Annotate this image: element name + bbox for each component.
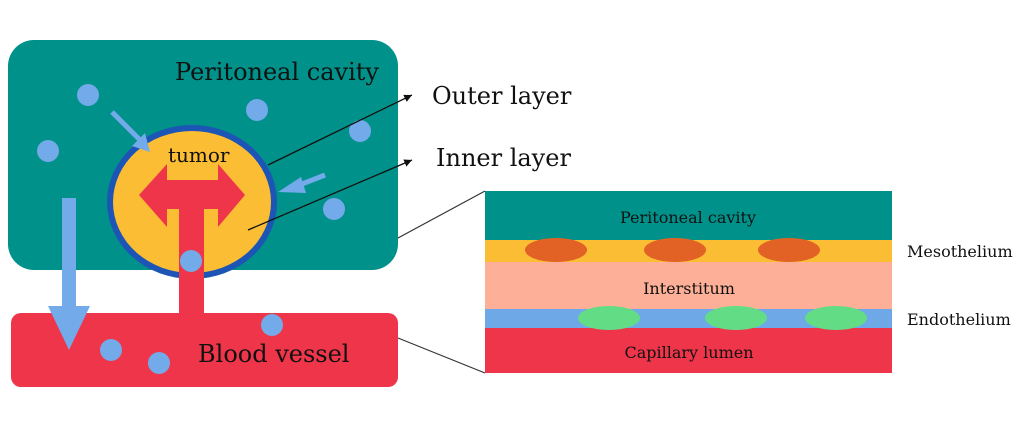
particle	[323, 198, 345, 220]
drainage-arrow-down	[48, 198, 90, 350]
particle	[246, 99, 268, 121]
particle	[349, 120, 371, 142]
endothelial-cell	[578, 306, 640, 330]
diffusion-arrow-top-left	[110, 110, 150, 152]
detail-capillary-lumen-label: Capillary lumen	[624, 343, 753, 362]
layer-interstitum	[485, 262, 892, 309]
mesothelial-cell	[525, 238, 587, 262]
detail-interstitum-label: Interstitum	[643, 279, 735, 298]
particle	[180, 250, 202, 272]
outer-layer-pointer	[267, 94, 413, 166]
endothelial-cell	[805, 306, 867, 330]
inner-layer-label: Inner layer	[436, 144, 571, 172]
tumor-label: tumor	[168, 143, 230, 167]
endothelial-cell	[705, 306, 767, 330]
double-arrow-icon	[139, 164, 245, 227]
particle	[77, 84, 99, 106]
outer-layer-label: Outer layer	[432, 82, 572, 110]
mesothelium-label: Mesothelium	[907, 242, 1013, 261]
blood-vessel-box	[11, 313, 398, 387]
particle	[100, 339, 122, 361]
mesothelial-cell	[758, 238, 820, 262]
mesothelial-cell	[644, 238, 706, 262]
detail-panel: Peritoneal cavity Interstitum Capillary …	[485, 191, 892, 373]
particle	[148, 352, 170, 374]
particle	[261, 314, 283, 336]
layer-capillary-lumen	[485, 328, 892, 373]
blood-vessel-label: Blood vessel	[198, 340, 349, 368]
layer-peritoneal-cavity	[485, 191, 892, 240]
endothelium-label: Endothelium	[907, 310, 1011, 329]
peritoneal-cavity-label: Peritoneal cavity	[175, 58, 379, 86]
diffusion-arrow-right	[278, 172, 326, 193]
particle	[37, 140, 59, 162]
zoom-line-top	[397, 190, 486, 239]
inner-layer-pointer	[247, 159, 413, 231]
zoom-line-bottom	[397, 337, 486, 374]
particles	[37, 84, 371, 374]
detail-peritoneal-cavity-label: Peritoneal cavity	[620, 208, 756, 227]
